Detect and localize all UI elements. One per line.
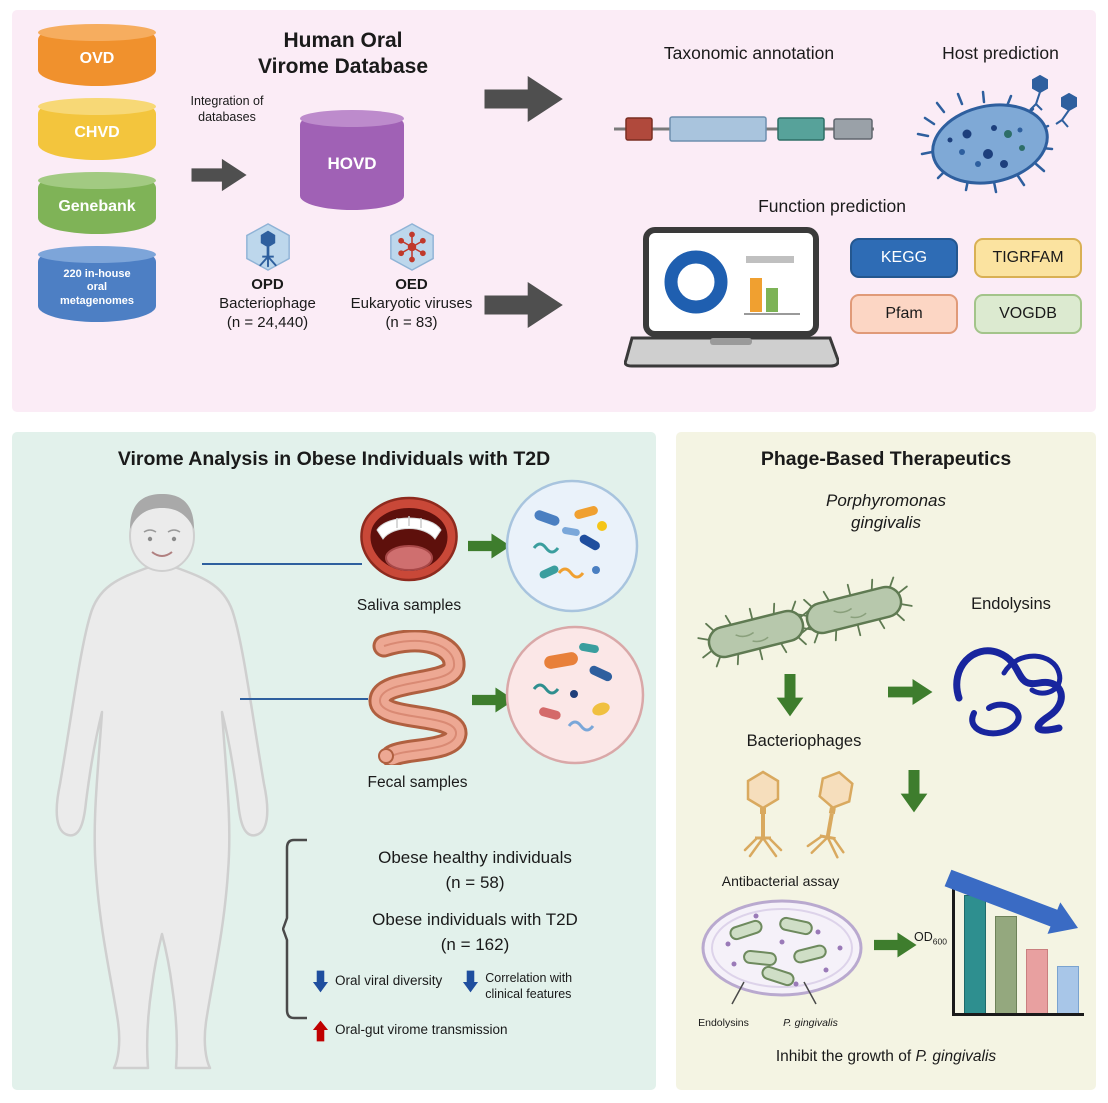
saliva-virome-circle [505, 479, 639, 613]
findings-block: Oral viral diversity Correlation with cl… [312, 970, 656, 1043]
finding-correlation: Correlation with clinical features [485, 971, 573, 1002]
bacteriophages-label: Bacteriophages [746, 732, 862, 750]
conclusion-text: Inhibit the growth of P. gingivalis [676, 1048, 1096, 1066]
opd-block: OPD Bacteriophage (n = 24,440) [180, 222, 355, 331]
saliva-samples-label: Saliva samples [356, 597, 462, 614]
host-bacterium-icon [916, 74, 1077, 194]
opd-desc: Bacteriophage [219, 295, 316, 312]
function-prediction-title: Function prediction [758, 196, 906, 216]
dish-endolysins-label: Endolysins [698, 1017, 749, 1029]
bacteriophage-hexagon-icon [245, 223, 290, 271]
cohort-t2d-name: Obese individuals with T2D [372, 910, 578, 930]
attacking-phage-icon [1029, 74, 1077, 128]
intestine-icon [368, 630, 468, 765]
cohort-bracket [282, 838, 307, 1020]
od600-axis-label: OD600 [914, 930, 947, 947]
finding-row-2: Oral-gut virome transmission [312, 1019, 656, 1043]
opd-name: OPD [251, 276, 284, 293]
kegg-badge: KEGG [850, 238, 958, 278]
to-assay-arrow-icon [900, 770, 928, 813]
laptop-icon [624, 227, 839, 368]
chvd-label: CHVD [74, 124, 120, 141]
top-panel-title: Human Oral Virome Database [257, 29, 429, 79]
tigrfam-badge: TIGRFAM [974, 238, 1082, 278]
obese-person-icon [55, 494, 269, 1070]
finding-transmission: Oral-gut virome transmission [335, 1021, 508, 1037]
genome-map-icon [614, 116, 874, 142]
finding-diversity: Oral viral diversity [335, 973, 443, 988]
integration-arrow-icon [191, 158, 247, 192]
saliva-arrow-icon [468, 533, 511, 559]
petri-dish-icon [701, 899, 863, 1005]
eukaryotic-virus-hexagon-icon [389, 223, 434, 271]
chvd-database-cylinder: CHVD [38, 98, 156, 160]
pathogen-name: Porphyromonas gingivalis [825, 491, 946, 533]
down-arrow-icon [312, 970, 329, 993]
open-mouth-icon [360, 496, 458, 582]
conclusion-prefix: Inhibit the growth of [775, 1048, 916, 1065]
od-bar [1026, 949, 1048, 1013]
top-panel-hovd: Human Oral Virome Database OVD CHVD Gene… [12, 10, 1096, 412]
cohort-healthy-n: (n = 58) [445, 872, 505, 892]
to-chart-arrow-icon [874, 932, 917, 958]
saliva-connector-line [202, 563, 362, 565]
decreasing-trend-arrow-icon [944, 869, 1078, 934]
flow-arrow-bottom-icon [484, 282, 563, 328]
oed-count: (n = 83) [385, 314, 438, 331]
cohort-t2d-n: (n = 162) [440, 934, 510, 954]
inhouse-metagenomes-cylinder: 220 in-house oral metagenomes [38, 246, 156, 322]
virome-analysis-panel: Virome Analysis in Obese Individuals wit… [12, 432, 656, 1090]
antibacterial-assay-label: Antibacterial assay [721, 873, 840, 889]
od-bar-chart [952, 880, 1084, 1016]
fecal-samples-label: Fecal samples [367, 774, 468, 791]
od-bar-chart-bars [964, 880, 1084, 1013]
endolysins-label: Endolysins [971, 595, 1051, 613]
endolysin-protein-icon [953, 647, 1065, 737]
oed-name: OED [395, 276, 428, 293]
fecal-connector-line [240, 698, 368, 700]
to-phages-arrow-icon [776, 674, 804, 717]
bacteriophages-icon [743, 767, 859, 860]
ovd-label: OVD [79, 50, 115, 67]
fecal-arrow-icon [472, 687, 515, 713]
phage-therapeutics-panel: Phage-Based Therapeutics Porphyromonas g… [676, 432, 1096, 1090]
ovd-database-cylinder: OVD [38, 24, 156, 86]
opd-count: (n = 24,440) [226, 314, 309, 331]
inhouse-metagenomes-label: 220 in-house oral metagenomes [60, 268, 134, 307]
host-prediction-title: Host prediction [942, 43, 1059, 63]
taxonomic-annotation-title: Taxonomic annotation [663, 43, 835, 63]
conclusion-species: P. gingivalis [915, 1048, 997, 1065]
hovd-label: HOVD [327, 154, 377, 173]
flow-arrow-top-icon [484, 76, 563, 122]
genebank-label: Genebank [58, 198, 136, 215]
pfam-badge: Pfam [850, 294, 958, 334]
left-panel-title: Virome Analysis in Obese Individuals wit… [117, 448, 551, 470]
to-endolysins-arrow-icon [888, 678, 933, 706]
vogdb-badge: VOGDB [974, 294, 1082, 334]
fecal-virome-circle [505, 625, 645, 765]
up-arrow-icon [312, 1020, 329, 1041]
od-bar [1057, 966, 1079, 1013]
right-panel-title: Phage-Based Therapeutics [760, 448, 1012, 470]
cohort-healthy-name: Obese healthy individuals [378, 848, 572, 867]
dish-pgingivalis-label: P. gingivalis [783, 1017, 838, 1029]
cohorts-block: Obese healthy individuals (n = 58) Obese… [310, 846, 640, 971]
hovd-database-cylinder: HOVD [300, 110, 404, 210]
od-bar [995, 916, 1017, 1013]
integration-label: Integration of databases [190, 94, 264, 124]
oed-block: OED Eukaryotic viruses (n = 83) [324, 222, 499, 331]
down-arrow-icon [463, 970, 479, 993]
finding-row-1: Oral viral diversity Correlation with cl… [312, 970, 656, 1003]
pgingivalis-bacteria-icon [694, 570, 917, 675]
genebank-database-cylinder: Genebank [38, 172, 156, 234]
oed-desc: Eukaryotic viruses [350, 295, 473, 312]
